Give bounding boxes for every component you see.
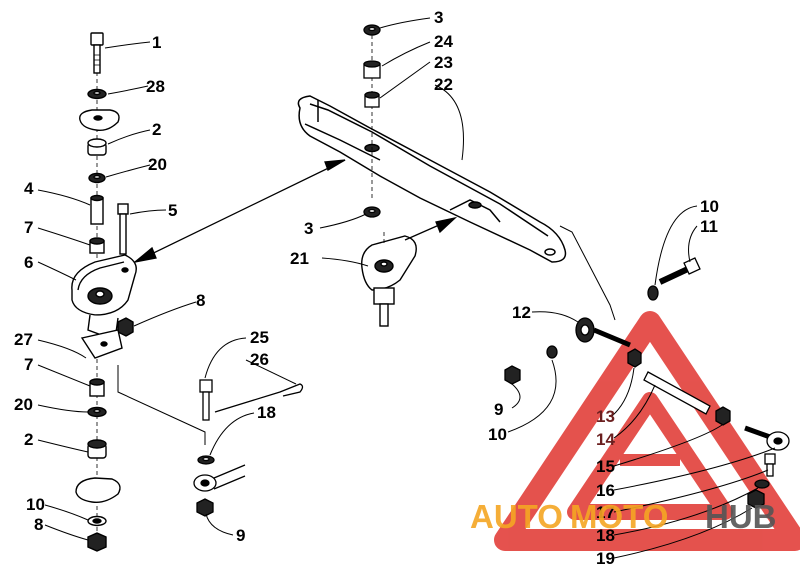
callout-8-top: 8 (196, 291, 205, 310)
nut-9-right (504, 365, 521, 385)
callout-26: 26 (250, 350, 269, 369)
callout-2-top: 2 (152, 120, 161, 139)
rod-end-middle (193, 464, 246, 492)
nut-8-bottom (87, 532, 107, 552)
rod-end-12 (575, 317, 631, 348)
bolt-1 (90, 32, 104, 74)
callout-10-right-bottom: 10 (488, 425, 507, 444)
rod-end-16 (744, 425, 790, 451)
callout-15: 15 (596, 457, 615, 476)
watermark-text: AUTO MOTO HUB (470, 498, 777, 535)
leader-lines (117, 225, 616, 445)
bolt-25 (199, 379, 213, 421)
callout-23: 23 (434, 53, 453, 72)
callout-7-bottom: 7 (24, 355, 33, 374)
left-assembly (71, 32, 137, 552)
callout-20-top: 20 (148, 155, 167, 174)
callout-8-bottom: 8 (34, 515, 43, 534)
callout-10-left: 10 (26, 495, 45, 514)
bolt-11 (658, 257, 701, 285)
callout-3-bottom: 3 (304, 219, 313, 238)
callout-3-top: 3 (434, 8, 443, 27)
watermark-moto: MOTO (570, 498, 668, 535)
callout-4: 4 (24, 179, 34, 198)
callout-20-bottom: 20 (14, 395, 33, 414)
callout-7-top: 7 (24, 218, 33, 237)
jam-nut-15 (715, 406, 731, 426)
spacer-4 (90, 194, 104, 225)
bushing-7-top (89, 237, 105, 254)
callout-14: 14 (596, 430, 615, 449)
washer-18-right (754, 479, 770, 489)
callout-9-middle: 9 (236, 526, 245, 545)
bushing-2-bottom (87, 439, 107, 459)
cotter-pin-26 (214, 383, 304, 413)
bushing-23 (364, 91, 380, 108)
washer-10-right-bottom (546, 345, 558, 359)
callout-9-right: 9 (494, 400, 503, 419)
assembly-arrow-right (404, 216, 458, 241)
watermark-auto: AUTO (470, 498, 563, 535)
callout-19: 19 (596, 549, 615, 568)
washer-10-right-top (647, 285, 659, 301)
callout-27: 27 (14, 330, 33, 349)
nut-19 (747, 489, 765, 509)
callout-1: 1 (152, 33, 161, 52)
bushing-7-bottom (89, 378, 105, 397)
callout-18-right: 18 (596, 526, 615, 545)
callout-24: 24 (434, 32, 453, 51)
top-hardware (363, 24, 381, 218)
callout-labels: 1 28 2 20 4 5 7 6 8 27 7 20 2 10 8 25 26… (14, 8, 719, 568)
bolt-5 (117, 203, 129, 255)
callout-16: 16 (596, 481, 615, 500)
callout-11: 11 (700, 217, 718, 236)
tie-rod-assembly (504, 257, 790, 509)
nut-9-middle (196, 498, 214, 517)
callout-leaders (37, 17, 776, 559)
nut-8-top (117, 317, 134, 337)
callout-6: 6 (24, 253, 33, 272)
watermark-hub: HUB (705, 498, 777, 535)
lower-middle-hardware (193, 379, 304, 517)
callout-13: 13 (596, 407, 615, 426)
spacer-24 (363, 60, 381, 79)
cross-shaft-22 (297, 95, 567, 263)
callout-17: 17 (596, 503, 615, 522)
callout-21: 21 (290, 249, 309, 268)
mount-21 (361, 232, 417, 327)
callout-25: 25 (250, 328, 269, 347)
bushing-2-top (87, 138, 107, 156)
callout-5: 5 (168, 201, 177, 220)
callout-28: 28 (146, 77, 165, 96)
callout-2-bottom: 2 (24, 430, 33, 449)
callout-22: 22 (434, 75, 453, 94)
bolt-17 (764, 453, 776, 477)
tie-rod-14 (643, 371, 711, 415)
callout-18-middle: 18 (257, 403, 276, 422)
watermark-logo (494, 311, 800, 551)
jam-nut-13 (627, 348, 642, 368)
callout-10-right-top: 10 (700, 197, 719, 216)
assembly-arrow-left (134, 159, 346, 263)
callout-12: 12 (512, 303, 531, 322)
bracket-27 (80, 329, 123, 359)
